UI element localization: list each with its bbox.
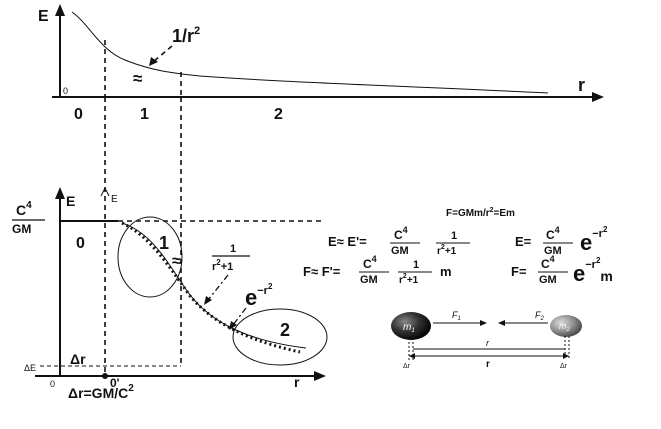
force-energy-equation: F=GMm/r2=Em: [446, 207, 515, 219]
bottom-secondary-axis-label: E: [111, 194, 118, 205]
region-1-circle: [117, 216, 183, 298]
exp-label: e−r2: [245, 282, 273, 310]
eq3-prefix: F≈ F'=: [303, 264, 341, 279]
distance-upper-label: r: [486, 338, 490, 348]
equations: F=GMm/r2=Em E≈ E'= C4 GM 1 r2+1 E= C4 GM…: [303, 207, 613, 286]
top-origin-label: 0: [63, 86, 68, 96]
eq1-fraction-den: r2+1: [437, 244, 457, 257]
eq3-fraction-num: 1: [413, 259, 419, 271]
exp-pointer: [232, 307, 247, 326]
top-y-axis-arrowhead: [55, 4, 65, 16]
eq4-frac-den: GM: [539, 274, 557, 286]
origin-prime-label: 0': [110, 376, 120, 390]
eq4-exponential: e−r2m: [573, 256, 613, 286]
eq2-frac-num: C4: [546, 225, 560, 242]
mass-2-label: m2: [559, 321, 571, 333]
level-numerator: C4: [16, 200, 32, 218]
distance-lower-label: r: [486, 359, 490, 370]
eq2-frac-den: GM: [544, 245, 562, 257]
top-region-label-1: 1: [140, 106, 149, 123]
top-y-axis-label: E: [38, 8, 49, 25]
bottom-y-axis-label: E: [66, 193, 75, 209]
exponential-curve: [121, 222, 307, 349]
level-denominator: GM: [12, 222, 31, 236]
top-region-label-2: 2: [274, 106, 283, 123]
eq1-fraction-num: 1: [451, 230, 457, 242]
force-2-arrowhead: [498, 320, 505, 326]
top-graph: E r 0 0 1 2 ≈ 1/r2: [38, 4, 604, 123]
top-curve-label-pointer: [152, 45, 173, 63]
equation-force-exact: F= C4 GM e−r2m: [511, 254, 613, 286]
delta-right-label: Δr: [560, 363, 568, 370]
eq3-fraction-den: r2+1: [399, 273, 419, 286]
force-2-label: F2: [535, 310, 545, 322]
eq1-prefix: E≈ E'=: [328, 234, 367, 249]
fraction-pointer-arrowhead: [204, 296, 212, 305]
eq2-exponential: e−r2: [580, 225, 608, 255]
distance-lower-arrow-right: [563, 353, 569, 359]
mass-1-ball: [391, 312, 431, 340]
eq1-frac-den: GM: [391, 245, 409, 257]
masses-diagram: m1 m2 F1 F2 r r Δr Δr: [391, 310, 582, 370]
fraction-pointer: [207, 274, 229, 301]
eq4-frac-num: C4: [541, 254, 555, 271]
delta-r-formula: Δr=GM/C2: [68, 383, 134, 401]
eq3-frac-den: GM: [360, 274, 378, 286]
bottom-region-label-0: 0: [76, 235, 85, 252]
bottom-approx-symbol: ≈: [172, 253, 181, 270]
equation-force-approx: F≈ F'= C4 GM 1 r2+1 m: [303, 254, 452, 286]
energy-level-label: C4 GM: [12, 200, 45, 236]
delta-left-label: Δr: [403, 363, 411, 370]
top-approx-symbol: ≈: [133, 69, 142, 88]
bottom-y-axis-arrowhead: [55, 187, 65, 199]
top-energy-curve: [71, 11, 549, 94]
top-curve-label: 1/r2: [172, 25, 200, 46]
force-1-label: F1: [452, 310, 461, 322]
equation-energy-exact: E= C4 GM e−r2: [515, 225, 608, 257]
eq1-frac-num: C4: [394, 225, 408, 242]
equation-energy-approx: E≈ E'= C4 GM 1 r2+1: [328, 225, 470, 257]
eq3-suffix: m: [440, 264, 452, 279]
delta-r-label: Δr: [70, 351, 86, 367]
mass-2-ball: [550, 315, 582, 337]
fraction-curve: [121, 221, 301, 354]
delta-e-label: ΔE: [24, 363, 36, 373]
top-x-axis-arrowhead: [592, 92, 604, 102]
eq2-prefix: E=: [515, 234, 532, 249]
origin-prime-dot: [102, 373, 108, 379]
bottom-secondary-axis-arrowhead: [100, 186, 110, 197]
top-x-axis-label: r: [578, 75, 585, 95]
fraction-label: 1 r2+1: [212, 243, 250, 273]
bottom-x-axis-label: r: [294, 374, 300, 390]
fraction-den: r2+1: [212, 258, 233, 273]
top-curve-label-arrowhead: [149, 57, 158, 66]
exp-pointer-arrowhead: [229, 321, 237, 330]
region-2-circle: [232, 308, 328, 366]
force-1-arrowhead: [480, 320, 487, 326]
fraction-num: 1: [230, 243, 236, 255]
mass-1-label: m1: [403, 322, 415, 334]
distance-lower-arrow-left: [409, 353, 415, 359]
eq4-prefix: F=: [511, 264, 527, 279]
bottom-x-axis-arrowhead: [314, 371, 326, 381]
bottom-region-label-1: 1: [159, 233, 169, 253]
eq3-frac-num: C4: [363, 254, 377, 271]
bottom-region-label-2: 2: [280, 320, 290, 340]
bottom-graph: E E r C4 GM 0 1 ≈ 2 1 r2+1 e−r2 Δr ΔE: [12, 186, 328, 401]
top-region-label-0: 0: [74, 106, 83, 123]
bottom-origin-label: 0: [50, 379, 55, 389]
